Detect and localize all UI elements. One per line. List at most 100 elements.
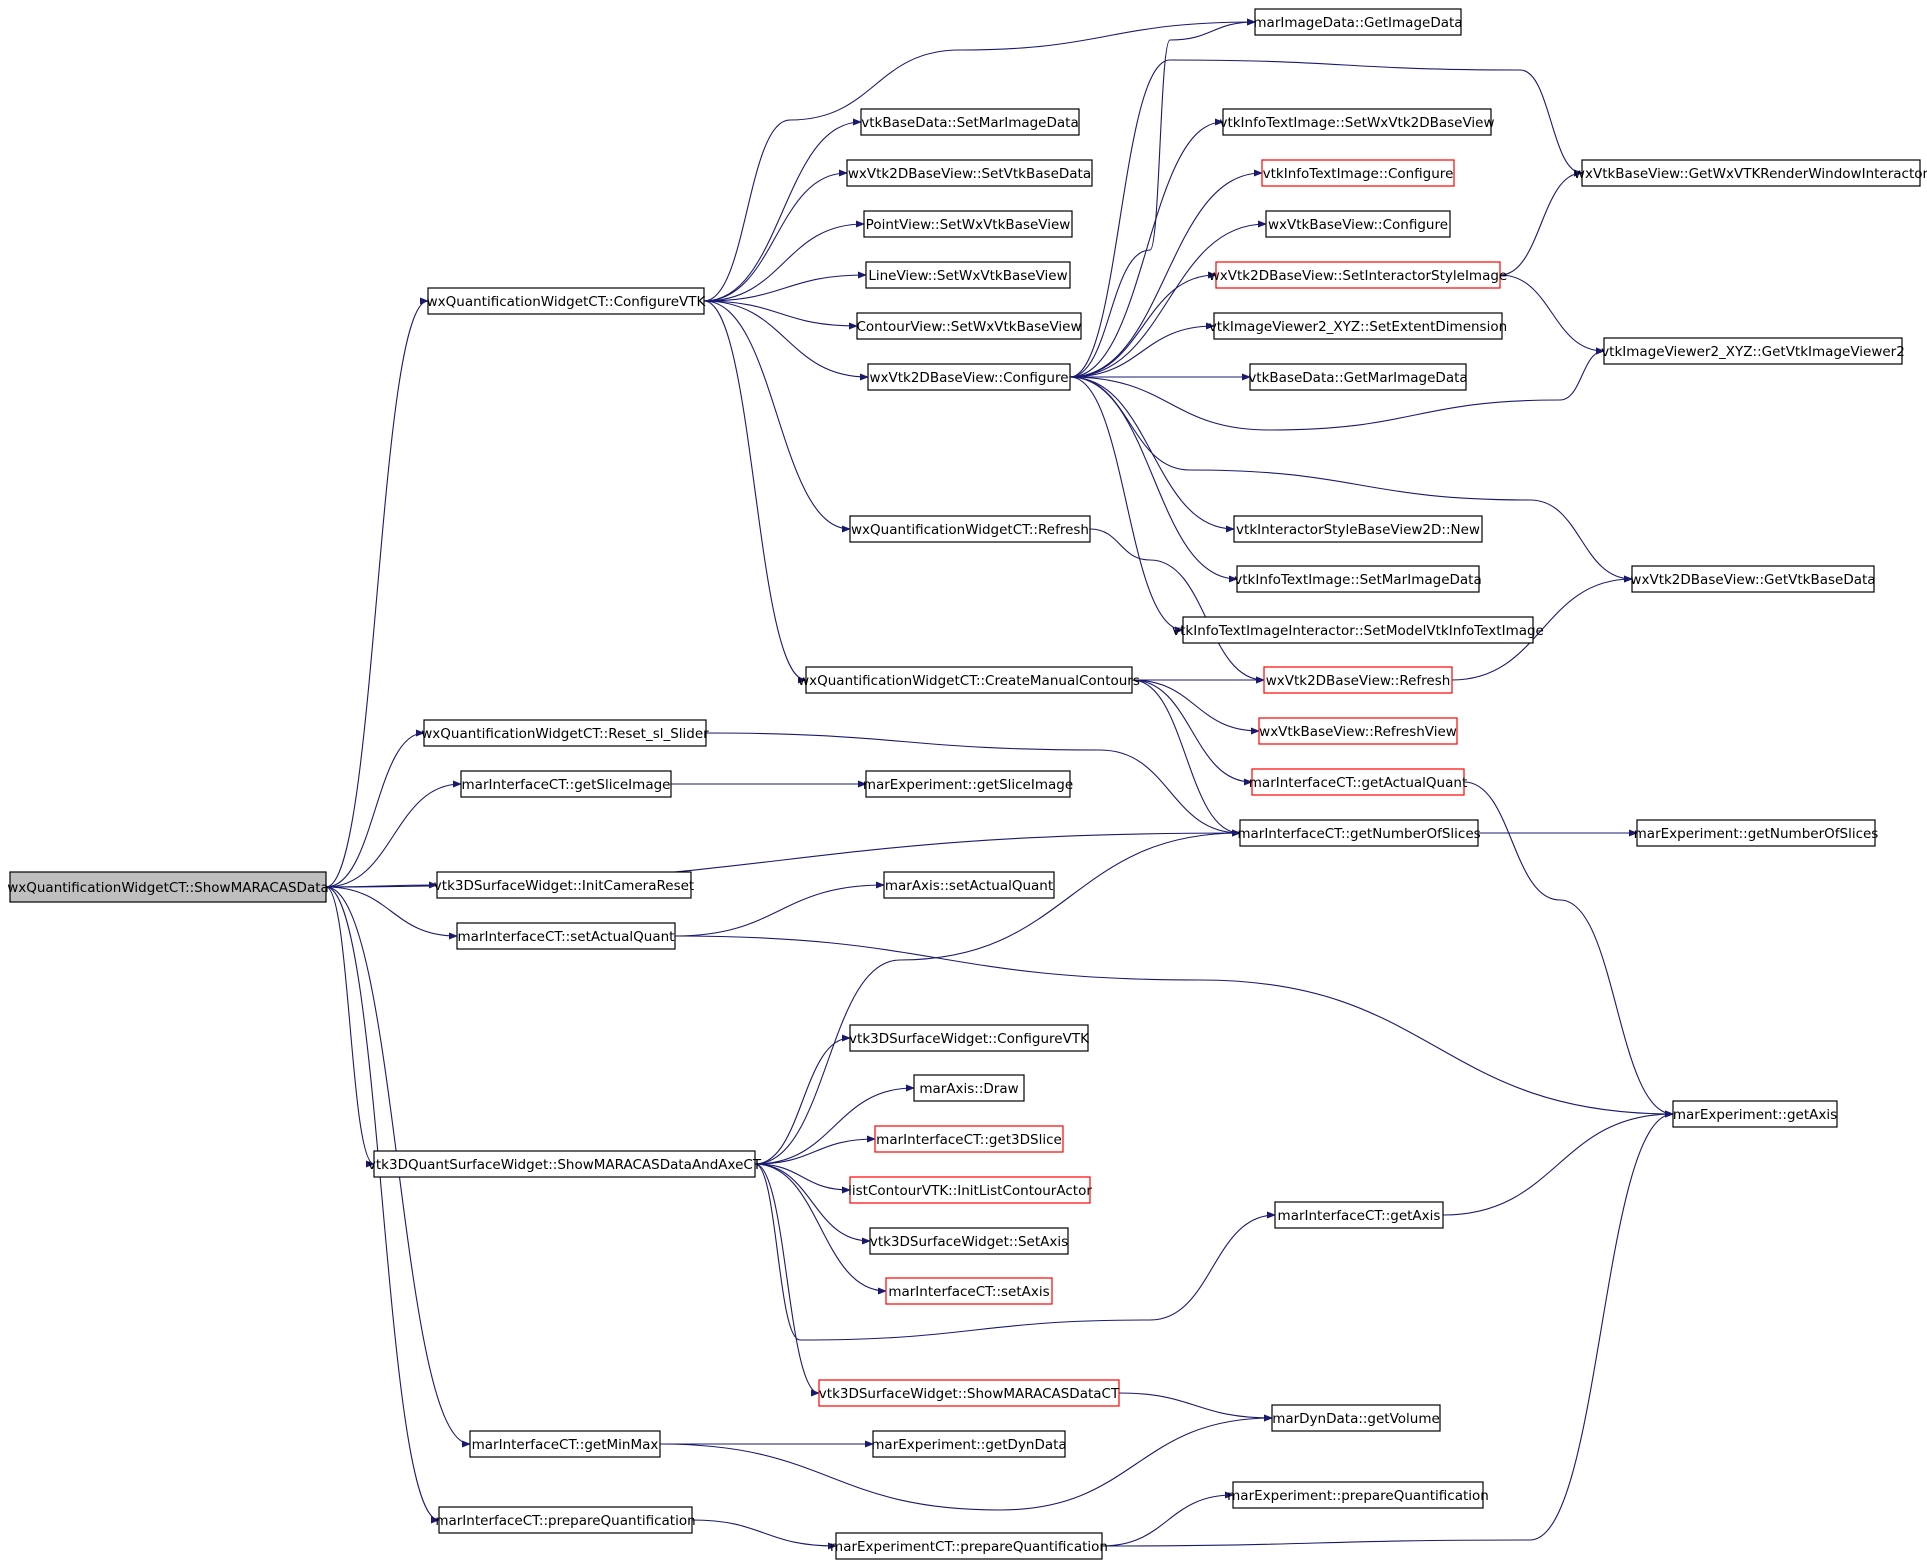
node-label: wxVtkBaseView::RefreshView	[1259, 724, 1457, 740]
node-label: marInterfaceCT::setActualQuant	[458, 929, 675, 945]
graph-node-n_lineview[interactable]: LineView::SetWxVtkBaseView	[865, 261, 1071, 289]
graph-node-n_contourview[interactable]: ContourView::SetWxVtkBaseView	[856, 312, 1082, 340]
graph-node-n_wbvconf[interactable]: wxVtkBaseView::Configure	[1265, 210, 1451, 238]
node-box	[1213, 312, 1503, 340]
graph-node-n_3dshowct[interactable]: vtk3DSurfaceWidget::ShowMARACASDataCT	[818, 1379, 1120, 1407]
graph-node-n_mexpprep[interactable]: marExperiment::prepareQuantification	[1227, 1481, 1489, 1509]
edge-layer	[325, 18, 1674, 1550]
graph-node-n_ictsetaxis[interactable]: marInterfaceCT::setAxis	[885, 1277, 1053, 1305]
graph-node-n_mexpnslices[interactable]: marExperiment::getNumberOfSlices	[1634, 819, 1879, 847]
edge-root-to-n_prepq	[325, 886, 440, 1524]
node-box	[1249, 363, 1467, 391]
node-label: wxVtk2DBaseView::GetVtkBaseData	[1630, 572, 1875, 588]
graph-node-n_qrefresh[interactable]: wxQuantificationWidgetCT::Refresh	[849, 515, 1091, 543]
node-label: LineView::SetWxVtkBaseView	[868, 268, 1067, 284]
node-box	[436, 871, 692, 899]
graph-node-n_refreshview[interactable]: wxVtkBaseView::RefreshView	[1258, 717, 1458, 745]
node-label: marExperiment::getDynData	[871, 1437, 1066, 1453]
graph-node-n_getdyn[interactable]: marExperiment::getDynData	[871, 1430, 1067, 1458]
graph-node-n_getimgdata[interactable]: marImageData::GetImageData	[1253, 8, 1463, 36]
node-box	[1239, 819, 1479, 847]
node-label: wxVtkBaseView::Configure	[1268, 217, 1448, 233]
graph-node-n_getvolume[interactable]: marDynData::getVolume	[1271, 1404, 1441, 1432]
edge-n_mexpctprep-to-n_mexpgetaxis	[1101, 1110, 1674, 1547]
node-box	[805, 666, 1133, 694]
graph-node-n_setextent[interactable]: vtkImageViewer2_XYZ::SetExtentDimension	[1209, 312, 1507, 340]
node-box	[913, 1074, 1025, 1102]
edge-n_show3dq-to-n_initlca	[754, 1163, 851, 1194]
graph-node-n_setistyle[interactable]: wxVtk2DBaseView::SetInteractorStyleImage	[1209, 261, 1507, 289]
graph-node-n_getnslices[interactable]: marInterfaceCT::getNumberOfSlices	[1237, 819, 1481, 847]
graph-node-n_pointview[interactable]: PointView::SetWxVtkBaseView	[863, 210, 1073, 238]
graph-node-root[interactable]: wxQuantificationWidgetCT::ShowMARACASDat…	[7, 871, 329, 903]
node-label: marInterfaceCT::getSliceImage	[462, 777, 671, 793]
edge-n_getminmax-to-n_getvolume	[659, 1414, 1273, 1511]
node-box	[1265, 210, 1451, 238]
graph-node-n_getvtkbase[interactable]: wxVtk2DBaseView::GetVtkBaseData	[1630, 565, 1876, 593]
graph-node-n_getminmax[interactable]: marInterfaceCT::getMinMax	[469, 1430, 661, 1458]
edge-root-to-n_initcam	[325, 881, 438, 889]
graph-node-n_mexpslice[interactable]: marExperiment::getSliceImage	[863, 770, 1073, 798]
edge-n_setistyle-to-n_getrwi	[1499, 169, 1583, 276]
graph-node-n_3dsetaxis[interactable]: vtk3DSurfaceWidget::SetAxis	[869, 1227, 1069, 1255]
edge-n_setactq-to-n_axissetq	[674, 881, 885, 937]
graph-node-n_mexpctprep[interactable]: marExperimentCT::prepareQuantification	[830, 1532, 1108, 1560]
node-box	[1258, 717, 1458, 745]
edge-n_show3dq-to-n_getnslices	[754, 829, 1241, 1165]
graph-node-n_getrwi[interactable]: wxVtkBaseView::GetWxVTKRenderWindowInter…	[1574, 159, 1927, 187]
edge-n_show3dq-to-n_ictgetaxis	[754, 1163, 1276, 1341]
node-box	[1631, 565, 1875, 593]
node-box	[1182, 616, 1534, 644]
node-label: marExperiment::prepareQuantification	[1227, 1488, 1489, 1504]
graph-node-n_configvtk[interactable]: wxQuantificationWidgetCT::ConfigureVTK	[427, 287, 707, 315]
graph-node-n_mexpgetaxis[interactable]: marExperiment::getAxis	[1672, 1100, 1838, 1128]
node-label: wxQuantificationWidgetCT::Refresh	[851, 522, 1089, 538]
node-label: marInterfaceCT::setAxis	[888, 1284, 1049, 1300]
graph-node-n_setmarimg[interactable]: vtkBaseData::SetMarImageData	[860, 108, 1080, 136]
graph-node-n_reset[interactable]: wxQuantificationWidgetCT::Reset_sl_Slide…	[421, 719, 709, 747]
graph-node-n_setvtkbase[interactable]: wxVtk2DBaseView::SetVtkBaseData	[846, 159, 1093, 187]
node-label: marInterfaceCT::prepareQuantification	[435, 1513, 695, 1529]
graph-node-n_3dconfvtk[interactable]: vtk3DSurfaceWidget::ConfigureVTK	[849, 1024, 1090, 1052]
edge-n_configvtk-to-n_qrefresh	[703, 300, 851, 533]
edge-n_w2dconf-to-n_vitisetmodel	[1069, 376, 1184, 634]
graph-node-n_getviewer2[interactable]: vtkImageViewer2_XYZ::GetVtkImageViewer2	[1601, 337, 1905, 365]
node-label: wxVtk2DBaseView::SetInteractorStyleImage	[1209, 268, 1507, 284]
node-label: vtkInteractorStyleBaseView2D::New	[1236, 522, 1480, 538]
graph-node-n_axissetq[interactable]: marAxis::setActualQuant	[883, 871, 1055, 899]
graph-node-n_vitisetmodel[interactable]: vtkInfoTextImageInteractor::SetModelVtkI…	[1172, 616, 1544, 644]
graph-node-n_ictgetaxis[interactable]: marInterfaceCT::getAxis	[1274, 1201, 1444, 1229]
graph-node-n_prepq[interactable]: marInterfaceCT::prepareQuantification	[435, 1506, 696, 1534]
graph-node-n_vitconf[interactable]: vtkInfoTextImage::Configure	[1261, 159, 1455, 187]
node-label: wxVtk2DBaseView::Configure	[869, 370, 1068, 386]
graph-node-n_getactq[interactable]: marInterfaceCT::getActualQuant	[1249, 768, 1467, 796]
graph-node-n_getsliceimg[interactable]: marInterfaceCT::getSliceImage	[460, 770, 672, 798]
graph-node-n_vitsetwx[interactable]: vtkInfoTextImage::SetWxVtk2DBaseView	[1219, 108, 1495, 136]
graph-node-n_setactq[interactable]: marInterfaceCT::setActualQuant	[456, 922, 676, 950]
edge-n_show3dq-to-n_ictsetaxis	[754, 1163, 887, 1295]
graph-node-n_get3dslice[interactable]: marInterfaceCT::get3DSlice	[874, 1125, 1064, 1153]
graph-node-n_axisdraw[interactable]: marAxis::Draw	[913, 1074, 1025, 1102]
graph-node-n_initcam[interactable]: vtk3DSurfaceWidget::InitCameraReset	[434, 871, 694, 899]
node-box	[1274, 1201, 1444, 1229]
node-box	[872, 1430, 1066, 1458]
node-label: wxQuantificationWidgetCT::ConfigureVTK	[427, 294, 707, 310]
graph-node-n_initlca[interactable]: listContourVTK::InitListContourActor	[848, 1176, 1092, 1204]
graph-node-n_vitsetmar[interactable]: vtkInfoTextImage::SetMarImageData	[1234, 565, 1482, 593]
node-box	[867, 363, 1071, 391]
graph-node-n_show3dq[interactable]: vtk3DQuantSurfaceWidget::ShowMARACASData…	[368, 1150, 762, 1178]
edge-n_w2drefresh-to-n_getvtkbase	[1451, 575, 1633, 681]
graph-node-n_w2drefresh[interactable]: wxVtk2DBaseView::Refresh	[1263, 666, 1453, 694]
node-box	[427, 287, 705, 315]
edge-n_mexpctprep-to-n_mexpprep	[1101, 1491, 1234, 1547]
node-label: marInterfaceCT::getActualQuant	[1249, 775, 1467, 791]
node-label: marExperiment::getNumberOfSlices	[1634, 826, 1879, 842]
graph-node-n_w2dconf[interactable]: wxVtk2DBaseView::Configure	[867, 363, 1071, 391]
graph-node-n_createmc[interactable]: wxQuantificationWidgetCT::CreateManualCo…	[798, 666, 1140, 694]
node-label: marInterfaceCT::getNumberOfSlices	[1237, 826, 1480, 842]
edge-n_show3dq-to-n_3dconfvtk	[754, 1034, 851, 1165]
graph-node-n_getmarimg[interactable]: vtkBaseData::GetMarImageData	[1248, 363, 1468, 391]
node-box	[856, 312, 1082, 340]
edge-n_configvtk-to-n_getimgdata	[703, 18, 1256, 302]
graph-node-n_isnew[interactable]: vtkInteractorStyleBaseView2D::New	[1233, 515, 1483, 543]
